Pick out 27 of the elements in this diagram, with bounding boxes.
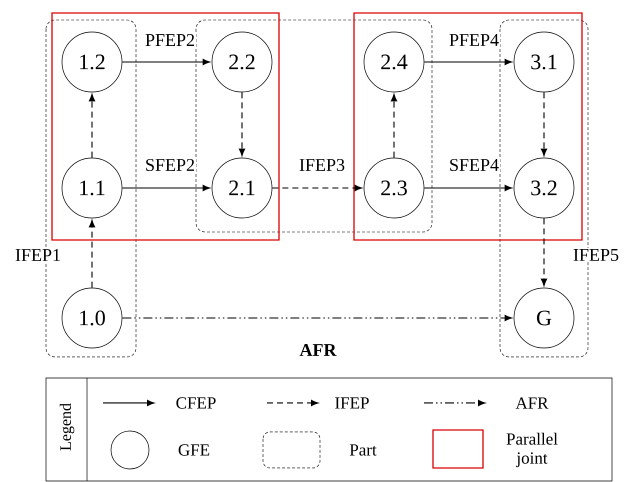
legend-label: CFEP: [176, 397, 216, 409]
edge-label: IFEP1: [14, 248, 62, 262]
arrow: [272, 184, 362, 192]
edge-label: IFEP3: [298, 158, 346, 172]
arrow: [122, 184, 210, 192]
arrow: [238, 92, 246, 156]
legend-label: GFE: [178, 444, 210, 456]
arrow: [540, 92, 548, 156]
arrow: [540, 218, 548, 286]
arrow: [424, 184, 512, 192]
edge-label: AFR: [298, 343, 338, 357]
edge-label: IFEP5: [572, 248, 620, 262]
legend-label: Part: [350, 444, 377, 456]
edge-label: SFEP4: [448, 158, 500, 172]
arrow: [424, 58, 512, 66]
arrow: [88, 220, 96, 288]
arrow: [88, 94, 96, 158]
legend-label: AFR: [516, 397, 548, 409]
legend-heading: Legend: [60, 403, 74, 451]
legend-label: Parallel joint: [506, 432, 558, 468]
edge-label: PFEP4: [448, 33, 500, 47]
legend-label: IFEP: [335, 397, 369, 409]
arrow: [390, 94, 398, 158]
arrow: [122, 314, 512, 322]
edge-label: SFEP2: [144, 158, 196, 172]
edge-label: PFEP2: [144, 33, 196, 47]
arrow: [122, 58, 210, 66]
